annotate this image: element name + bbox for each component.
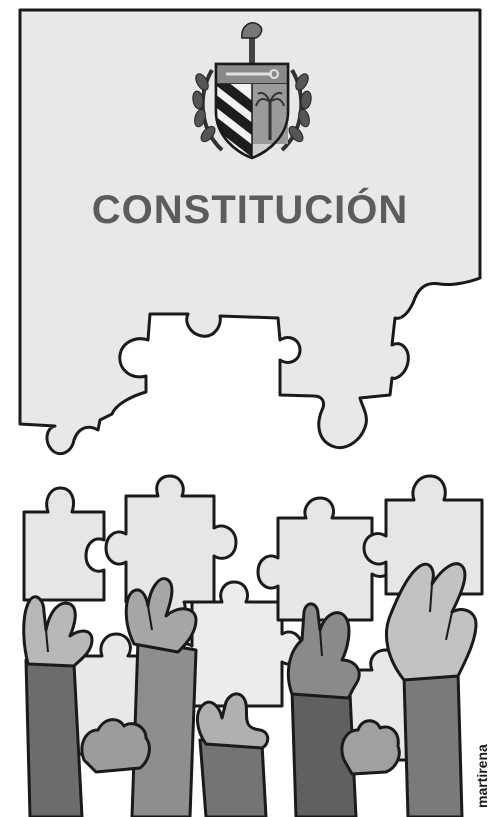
hand-1 (22, 595, 94, 668)
puzzle-piece-1 (22, 486, 106, 602)
arm-3 (198, 738, 268, 817)
constitution-title: CONSTITUCIÓN (91, 188, 409, 232)
constitution-sheet (18, 8, 482, 456)
hand-3 (196, 692, 270, 750)
hand-6 (80, 718, 151, 774)
hand-4 (286, 602, 361, 700)
hand-5 (385, 562, 478, 682)
arm-5 (402, 670, 464, 817)
hand-2 (124, 577, 198, 654)
hand-7 (340, 719, 401, 776)
artist-signature: martirena (474, 744, 490, 808)
arm-1 (24, 658, 84, 817)
